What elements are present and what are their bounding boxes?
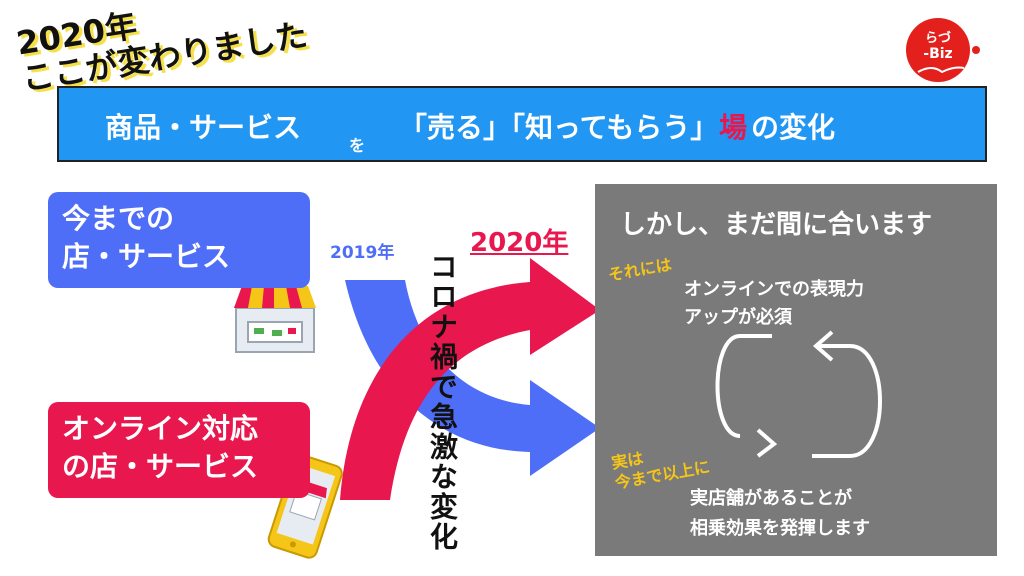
banner-part2: 「売る」「知ってもらう」 [399,111,719,144]
panel-text2-line1: 実店舗があることが [690,488,852,509]
logo-dot-icon [972,46,980,54]
traditional-line1: 今までの [62,202,175,235]
panel-title: しかし、まだ間に合います [620,210,933,240]
traditional-stores-box: 今までの 店・サービス [48,192,310,288]
banner-part1: 商品・サービス [105,111,302,144]
shop-icon [234,286,316,353]
year-2019-label: 2019年 [330,243,395,263]
panel-text1-line1: オンラインでの表現力 [684,279,864,300]
panel-text1-line2: アップが必須 [684,307,792,328]
banner-part3: の変化 [751,111,836,144]
logo-line1: らづ [924,31,951,46]
title-banner: 商品・サービス を 「売る」「知ってもらう」 場 の変化 [57,86,987,162]
covid-change-label: コロナ禍で急激な変化 [426,252,459,552]
logo-swoosh-icon [917,66,965,74]
banner-particle: を [349,136,366,155]
logo-line2: -Biz [923,46,953,62]
message-panel [595,184,997,556]
online-line2: の店・サービス [62,450,259,483]
online-stores-box: オンライン対応 の店・サービス [48,402,310,498]
panel-text2-line2: 相乗効果を発揮します [690,518,870,539]
banner-highlight: 場 [719,111,748,144]
traditional-line2: 店・サービス [62,240,231,273]
year-2020-label: 2020年 [470,228,569,258]
panel-text2: 実店舗があることが 相乗効果を発揮します [690,484,870,544]
brand-logo: らづ -Biz [906,18,980,82]
panel-text1: オンラインでの表現力 アップが必須 [684,276,864,332]
online-line1: オンライン対応 [62,412,259,445]
cycle-arrows-icon [715,330,882,458]
